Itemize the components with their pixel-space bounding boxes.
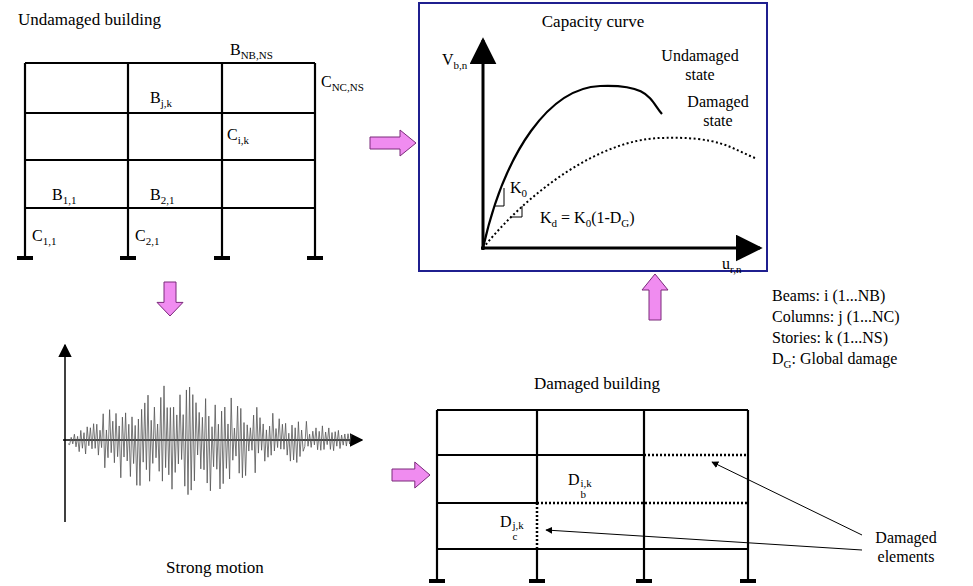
building-panel: Undamaged building <box>10 4 368 280</box>
label-text: d <box>552 217 558 229</box>
label-text: C <box>32 227 43 244</box>
label: Columns: j (1...NC) <box>772 307 900 326</box>
label-text: 0 <box>522 187 528 199</box>
label-text: Stories: k (1...NS) <box>772 329 888 346</box>
label-text: NB,NS <box>241 49 273 61</box>
label-text: u <box>722 255 730 272</box>
label-text: j,k <box>161 97 172 109</box>
label-text: 2,1 <box>161 194 175 206</box>
label-text: B <box>150 89 161 106</box>
panel-title: Strong motion <box>166 558 264 578</box>
label-text: C <box>227 126 238 143</box>
label: Bj,k <box>150 88 172 110</box>
label-text: b,n <box>454 59 468 71</box>
label-text: r,n <box>730 263 741 275</box>
label: B1,1 <box>52 185 76 207</box>
label-text: 0 <box>586 217 592 229</box>
label-text: C <box>321 73 332 90</box>
label: Vb,n <box>442 50 467 72</box>
label-text: D <box>500 513 512 530</box>
label-text: Damaged state <box>687 93 748 129</box>
label: K0 <box>510 178 527 200</box>
building-panel: Damaged building <box>432 322 762 584</box>
block-arrow <box>392 462 430 488</box>
label: Dj,kc <box>500 512 524 542</box>
label-text: 1,1 <box>63 194 77 206</box>
label: Di,kb <box>568 470 592 500</box>
label-text: Beams: i (1...NB) <box>772 287 885 304</box>
undamaged-frame <box>17 63 323 258</box>
label-text: i,k <box>238 134 249 146</box>
label: BNB,NS <box>230 40 273 62</box>
label-text: c <box>513 531 524 542</box>
label: B2,1 <box>150 185 174 207</box>
label-text: G <box>621 217 629 229</box>
label-text: K <box>510 179 522 196</box>
label-text: (1-D <box>591 209 621 226</box>
label-text: B <box>230 41 241 58</box>
label-text: ) <box>629 209 634 226</box>
block-arrow <box>157 282 183 316</box>
label: CNC,NS <box>321 72 364 94</box>
block-arrow <box>642 274 668 320</box>
label-text: C <box>135 227 146 244</box>
label: Damaged state <box>680 92 756 130</box>
label-text: K <box>540 209 552 226</box>
label-text: Columns: j (1...NC) <box>772 308 900 325</box>
label: Ci,k <box>227 125 249 147</box>
label: C1,1 <box>32 226 56 248</box>
accelerogram <box>68 386 351 495</box>
label-text: V <box>442 51 454 68</box>
label-text: b <box>581 489 592 500</box>
capacity-plot <box>481 40 760 250</box>
label-text: G <box>784 358 792 370</box>
label-text: = K <box>561 209 586 226</box>
label: Beams: i (1...NB) <box>772 286 885 305</box>
panel-title: Undamaged building <box>18 10 161 30</box>
label-text: 2,1 <box>146 235 160 247</box>
block-arrow <box>370 130 416 156</box>
damaged-frame <box>429 410 756 581</box>
label-text: D <box>772 350 784 367</box>
label-text: : Global damage <box>792 350 898 367</box>
label-text: Undamaged state <box>661 47 738 83</box>
index-stack: i,kb <box>581 478 592 500</box>
label-text: Damaged elements <box>875 529 936 565</box>
signal-panel: Strong motion <box>40 318 390 582</box>
label: DG: Global damage <box>772 349 897 371</box>
label: Stories: k (1...NS) <box>772 328 888 347</box>
label: Kd= K0(1-DG) <box>540 208 635 230</box>
chart-frame: Capacity curve <box>418 2 768 272</box>
label: Undamaged state <box>656 46 744 84</box>
panel-title: Capacity curve <box>542 12 644 32</box>
label-text: 1,1 <box>43 235 57 247</box>
label-text: B <box>52 186 63 203</box>
label: C2,1 <box>135 226 159 248</box>
label: Damaged elements <box>866 528 946 566</box>
label: ur,n <box>722 254 741 276</box>
label-text: D <box>568 471 580 488</box>
label-text: NC,NS <box>332 81 364 93</box>
label-text: B <box>150 186 161 203</box>
strong-motion-axes <box>63 345 362 522</box>
index-stack: j,kc <box>513 520 524 542</box>
panel-title: Damaged building <box>534 374 660 394</box>
label-text: j,k <box>513 520 524 531</box>
leader-lines <box>546 462 862 550</box>
label-text: i,k <box>581 478 592 489</box>
